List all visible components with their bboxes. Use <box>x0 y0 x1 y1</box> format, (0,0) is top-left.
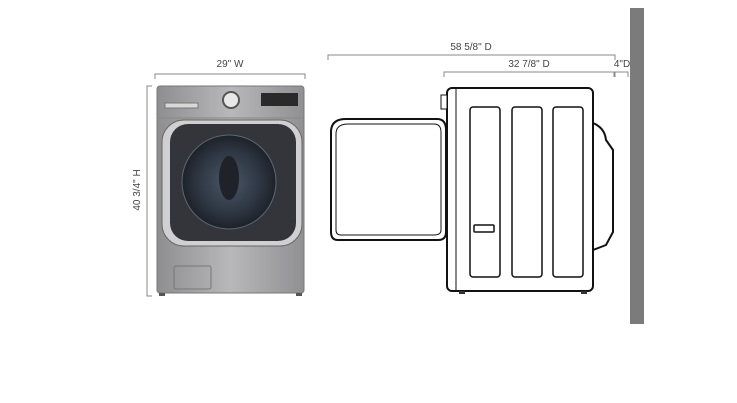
depth-clearance-label: 4"D <box>614 59 630 70</box>
depth-open-label: 58 5/8" D <box>450 42 491 53</box>
wall <box>630 8 644 324</box>
depth-clearance-dimension: 4"D <box>614 59 630 77</box>
depth-body-dimension: 32 7/8" D <box>443 59 615 77</box>
depth-open-dimension: 58 5/8" D <box>327 42 616 60</box>
washer-side-view <box>330 87 614 294</box>
depth-body-label: 32 7/8" D <box>508 59 549 70</box>
washer-front <box>156 85 305 296</box>
height-dimension: 40 3/4" H <box>132 85 152 297</box>
height-label: 40 3/4" H <box>132 169 143 210</box>
width-dimension: 29" W <box>154 59 306 79</box>
width-label: 29" W <box>217 59 244 70</box>
